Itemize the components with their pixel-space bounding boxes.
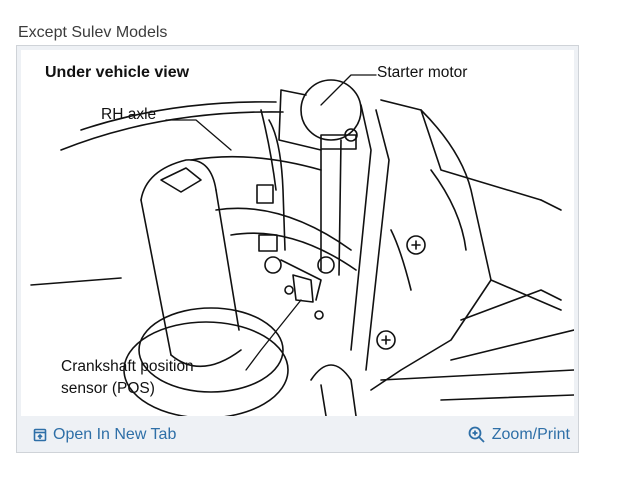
figure-toolbar: Open In New Tab Zoom/Print bbox=[17, 418, 578, 452]
figure-frame: Under vehicle view Starter motor RH axle… bbox=[16, 45, 579, 453]
rh-axle-label: RH axle bbox=[101, 106, 157, 123]
figure-caption: Except Sulev Models bbox=[18, 24, 168, 41]
mechanical-illustration[interactable]: Under vehicle view Starter motor RH axle… bbox=[21, 50, 574, 416]
zoom-print-button[interactable]: Zoom/Print bbox=[468, 426, 570, 444]
zoom-print-label: Zoom/Print bbox=[491, 426, 570, 443]
crankshaft-sensor-label-line1: Crankshaft position bbox=[61, 358, 194, 375]
line-drawing bbox=[30, 74, 574, 416]
open-in-new-tab-icon bbox=[33, 428, 47, 442]
open-in-new-tab-label: Open In New Tab bbox=[53, 426, 177, 443]
crankshaft-sensor-label-line2: sensor (POS) bbox=[61, 380, 155, 397]
starter-motor-label: Starter motor bbox=[377, 64, 468, 81]
magnifier-plus-icon bbox=[468, 426, 485, 443]
open-in-new-tab-button[interactable]: Open In New Tab bbox=[33, 426, 176, 444]
view-title: Under vehicle view bbox=[45, 64, 190, 81]
